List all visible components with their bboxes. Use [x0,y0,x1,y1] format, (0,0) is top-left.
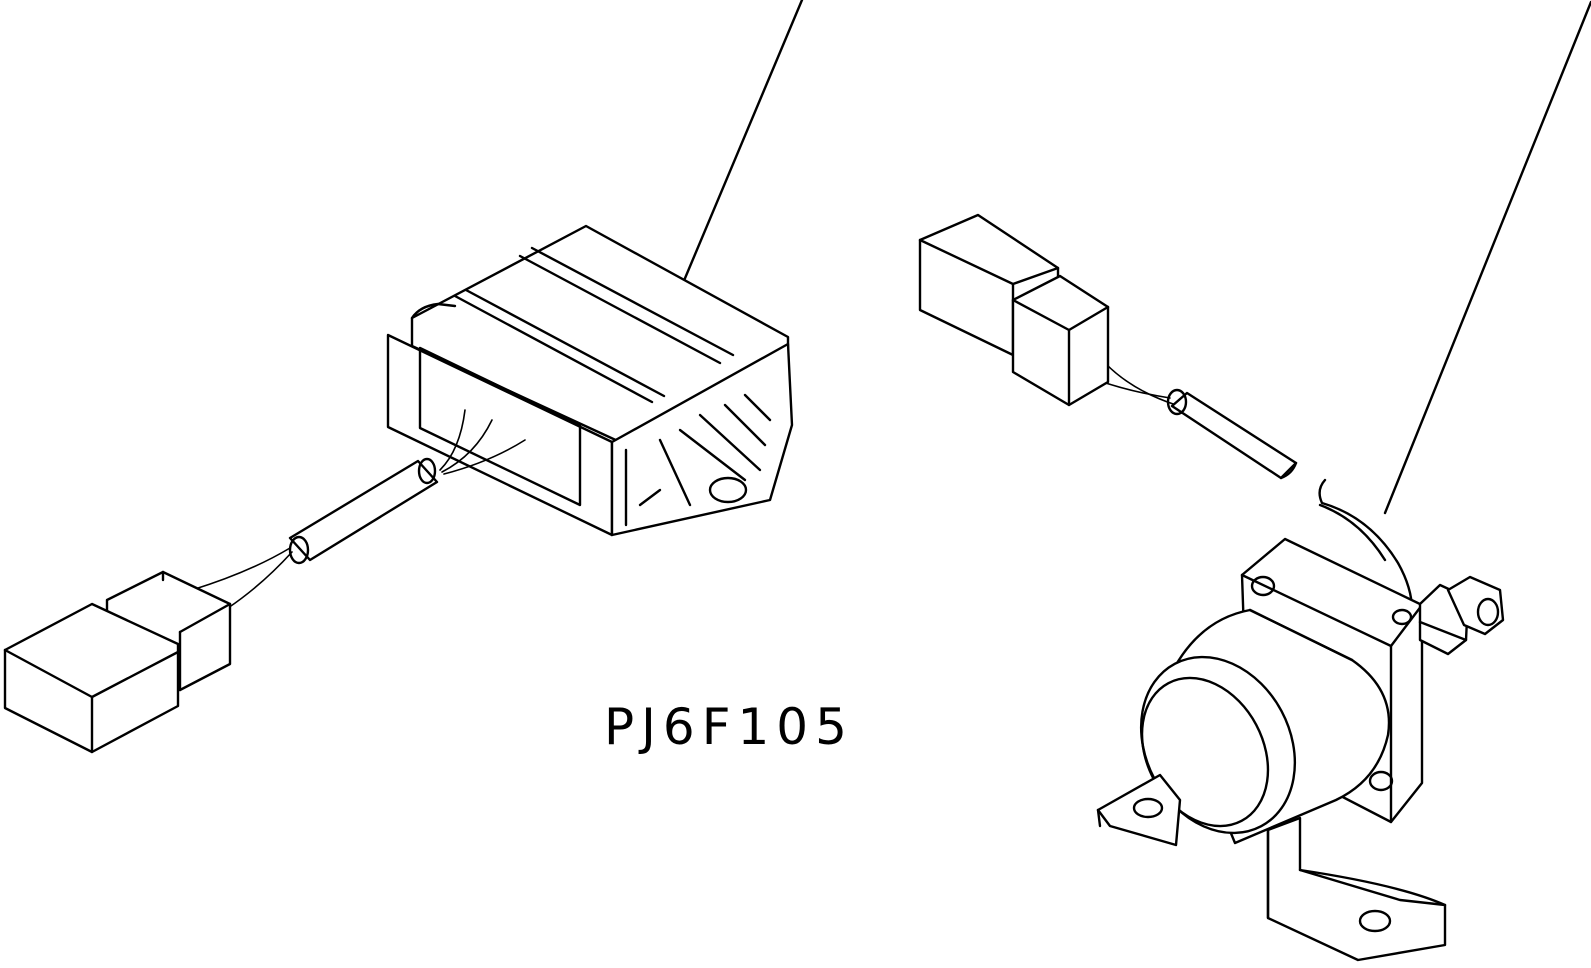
mounting-hole [708,476,748,504]
leader-line-left [681,0,804,285]
connector-left [3,570,232,754]
connector-right [918,213,1110,407]
controller-box [386,0,804,537]
solenoid [1083,0,1591,962]
leader-line-right [1383,0,1591,515]
figure-code: PJ6F105 [604,698,854,756]
box-harness [191,409,526,609]
